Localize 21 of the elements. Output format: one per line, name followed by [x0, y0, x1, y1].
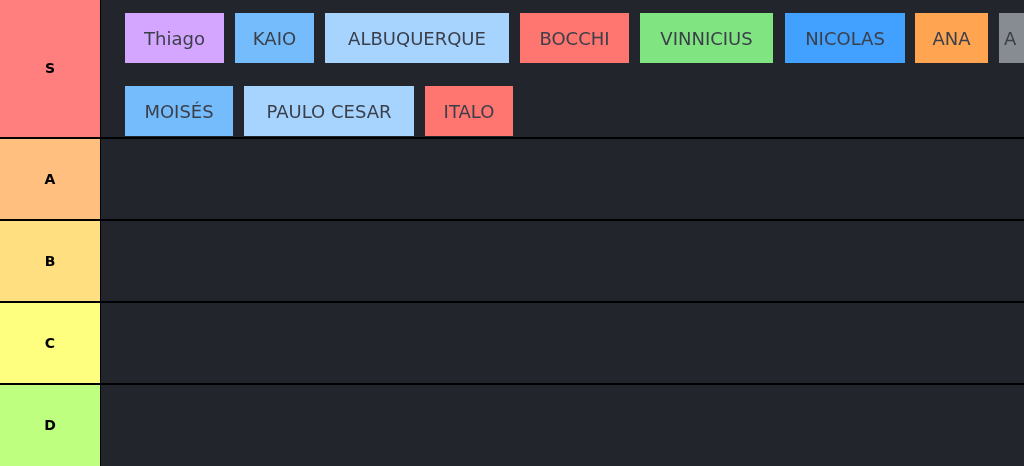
- name-tag: ANA: [915, 13, 988, 63]
- name-tag: A: [999, 13, 1024, 63]
- tier-row: [0, 385, 1024, 466]
- name-tag: PAULO CESAR: [244, 86, 414, 136]
- tier-row: [0, 303, 1024, 383]
- name-tag: VINNICIUS: [640, 13, 773, 63]
- tier-label: D: [0, 385, 101, 466]
- name-tag: ITALO: [425, 86, 513, 136]
- name-tag: BOCCHI: [520, 13, 629, 63]
- name-tag: NICOLAS: [785, 13, 905, 63]
- tier-row: [0, 139, 1024, 219]
- tier-label: C: [0, 303, 101, 383]
- tier-label: A: [0, 139, 101, 219]
- name-tag: MOISÉS: [125, 86, 233, 136]
- name-tag: Thiago: [125, 13, 224, 63]
- name-tag: KAIO: [235, 13, 314, 63]
- tier-row: [0, 221, 1024, 301]
- tier-label: B: [0, 221, 101, 301]
- tier-label: S: [0, 0, 101, 137]
- tier-row: [0, 0, 1024, 137]
- name-tag: ALBUQUERQUE: [325, 13, 509, 63]
